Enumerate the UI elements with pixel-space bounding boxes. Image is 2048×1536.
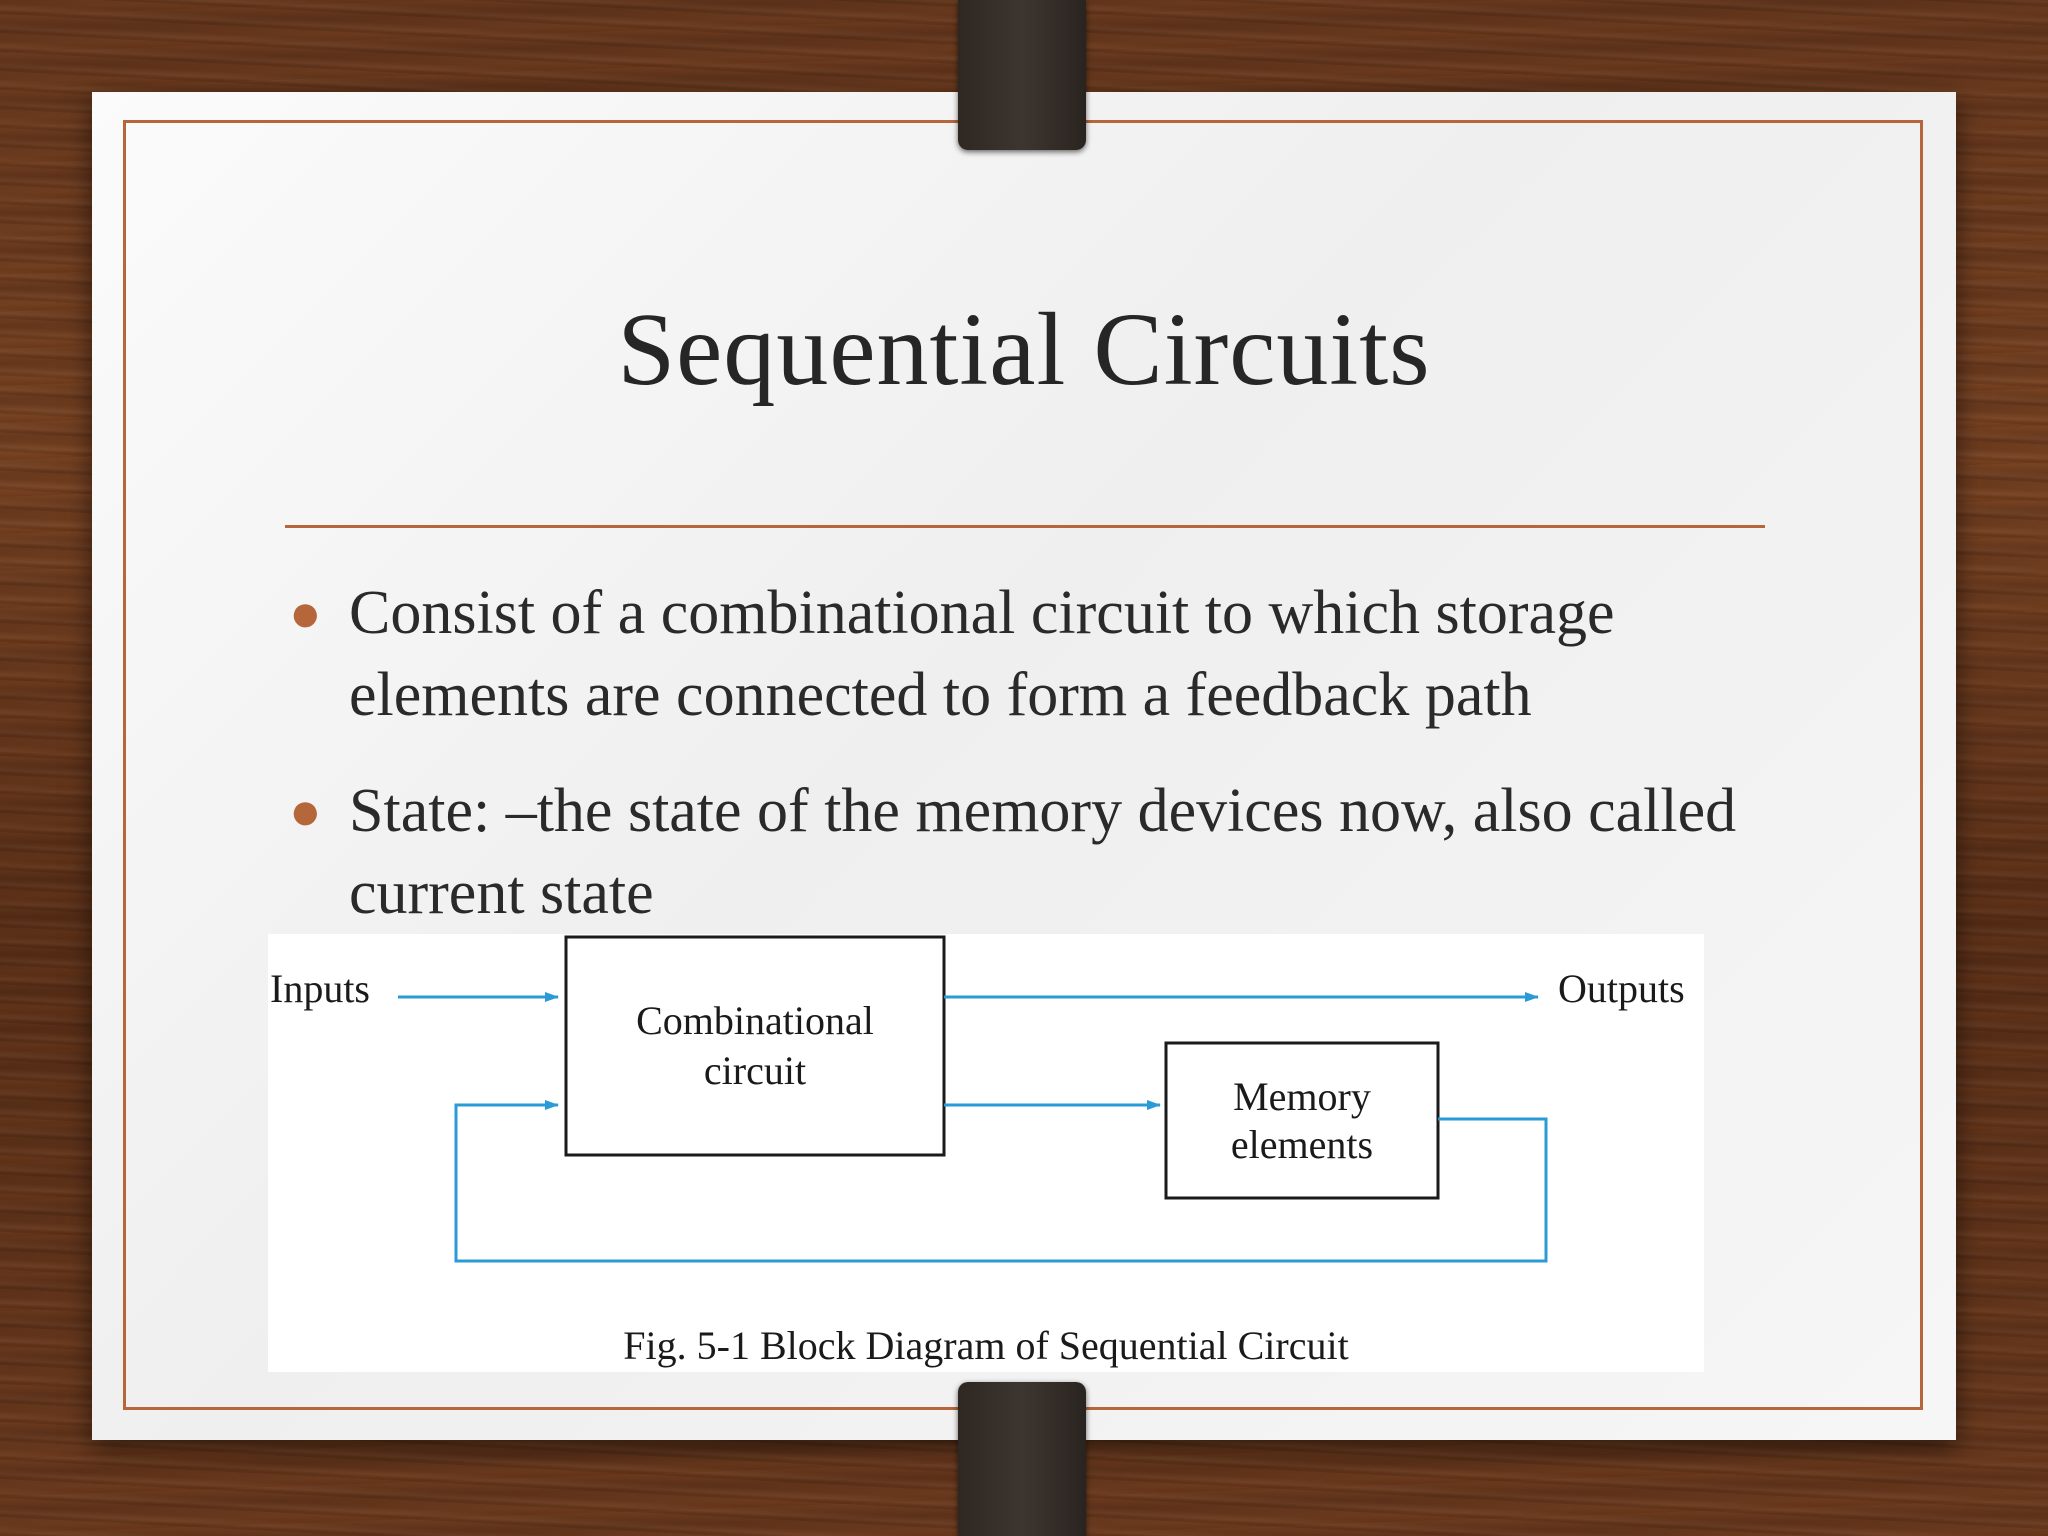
bottom-clip <box>958 1382 1086 1536</box>
bullet-text: State: –the state of the memory devices … <box>349 777 1737 927</box>
memory-label-line1: Memory <box>1233 1074 1371 1119</box>
bullet-dot-icon: ● <box>289 781 322 841</box>
figure-caption: Fig. 5-1 Block Diagram of Sequential Cir… <box>623 1323 1349 1368</box>
inputs-label: Inputs <box>270 966 370 1011</box>
outputs-label: Outputs <box>1558 966 1685 1011</box>
combinational-label-line2: circuit <box>704 1048 806 1093</box>
bullet-list: ● Consist of a combinational circuit to … <box>285 572 1755 968</box>
bullet-item: ● State: –the state of the memory device… <box>285 770 1755 934</box>
memory-label-line2: elements <box>1231 1122 1373 1167</box>
bullet-text: Consist of a combinational circuit to wh… <box>349 579 1615 729</box>
block-diagram: Inputs Combinational circuit Outputs Mem… <box>270 935 1685 1263</box>
combinational-label-line1: Combinational <box>636 998 874 1043</box>
combinational-circuit-box <box>564 935 946 1157</box>
bullet-item: ● Consist of a combinational circuit to … <box>285 572 1755 736</box>
feedback-path-arrow <box>454 1100 1548 1263</box>
top-clip <box>958 0 1086 150</box>
title-divider <box>285 525 1765 528</box>
bullet-dot-icon: ● <box>289 583 322 643</box>
slide-title: Sequential Circuits <box>617 292 1431 407</box>
block-diagram-figure: Inputs Combinational circuit Outputs Mem… <box>268 934 1704 1372</box>
memory-elements-box <box>1164 1041 1440 1200</box>
